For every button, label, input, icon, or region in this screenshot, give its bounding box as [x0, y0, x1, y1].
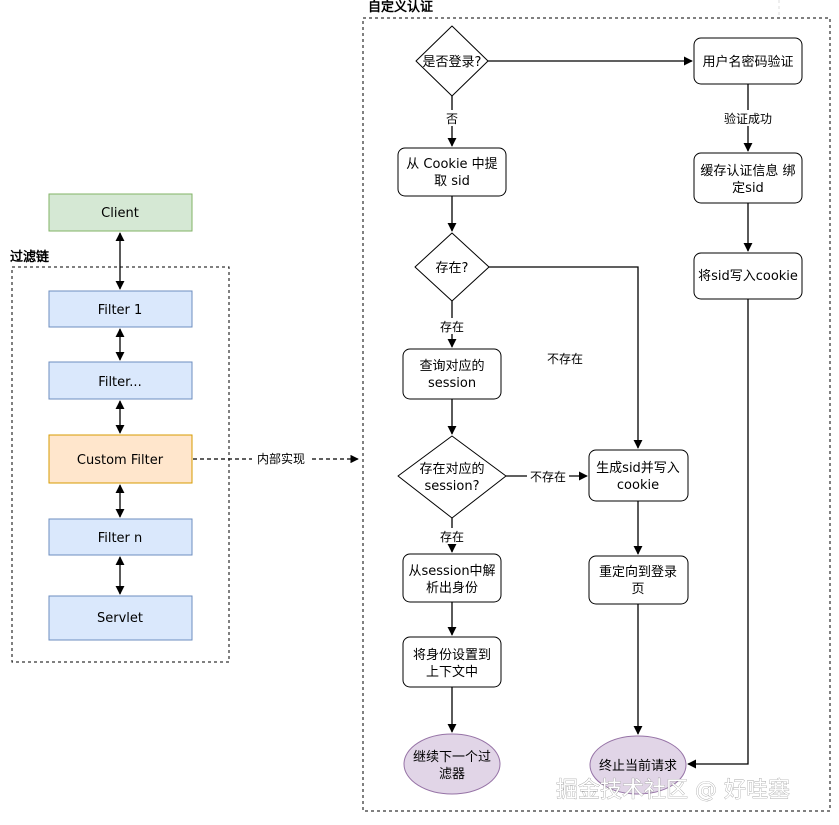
filter1-label: Filter 1	[98, 303, 143, 318]
filter-ellipsis-node[interactable]: Filter...	[48, 361, 193, 400]
edge-impl-label: 内部实现	[257, 451, 305, 466]
client-node[interactable]: Client	[48, 193, 193, 232]
node-cache-auth-line2: 定sid	[732, 181, 764, 196]
node-gen-sid-line1: 生成sid并写入	[596, 461, 680, 476]
node-parse-identity-line2: 析出身份	[426, 580, 478, 596]
node-cache-auth[interactable]: 缓存认证信息 绑 定sid	[693, 152, 803, 204]
edge-write-terminate	[687, 299, 749, 769]
decision-logged-in[interactable]: 是否登录?	[415, 25, 489, 97]
filter-n-node[interactable]: Filter n	[48, 518, 193, 556]
custom-filter-label: Custom Filter	[77, 453, 164, 468]
terminal-terminate-request[interactable]: 终止当前请求	[589, 735, 687, 795]
node-redirect-login[interactable]: 重定向到登录 页	[588, 555, 689, 605]
node-write-cookie[interactable]: 将sid写入cookie	[693, 252, 803, 300]
filter-chain-title: 过滤链	[10, 249, 50, 265]
edge-label-no: 否	[446, 112, 458, 126]
watermark-text: 掘金技术社区 @ 好哇塞	[556, 778, 790, 803]
node-parse-identity[interactable]: 从session中解 析出身份	[402, 553, 502, 603]
node-write-cookie-label: 将sid写入cookie	[698, 269, 798, 284]
edge-label-not-exists: 不存在	[547, 352, 583, 366]
auth-connectors	[447, 56, 753, 769]
node-cache-auth-line1: 缓存认证信息 绑	[700, 163, 795, 179]
edge-label-verify-success: 验证成功	[724, 111, 772, 126]
node-parse-identity-line1: 从session中解	[408, 564, 495, 579]
node-user-pwd-verify-label: 用户名密码验证	[702, 54, 793, 70]
node-set-context[interactable]: 将身份设置到 上下文中	[402, 636, 502, 688]
decision-logged-in-label: 是否登录?	[423, 55, 482, 70]
filter1-node[interactable]: Filter 1	[48, 290, 193, 328]
servlet-node[interactable]: Servlet	[48, 595, 193, 641]
node-cookie-extract-line2: 取 sid	[434, 174, 470, 189]
terminal-continue-next-line2: 滤器	[439, 767, 465, 782]
node-cookie-extract-line1: 从 Cookie 中提	[406, 156, 497, 172]
client-label: Client	[101, 206, 139, 221]
node-cookie-extract[interactable]: 从 Cookie 中提 取 sid	[397, 147, 507, 197]
servlet-label: Servlet	[97, 611, 143, 626]
decision-exists-label: 存在?	[436, 261, 469, 276]
node-redirect-login-line2: 页	[631, 582, 644, 597]
edge-label-session-yes: 存在	[440, 530, 464, 544]
edge-impl-label-bg	[252, 451, 310, 467]
node-redirect-login-line1: 重定向到登录	[599, 564, 677, 580]
decision-session-exists[interactable]: 存在对应的 session?	[397, 435, 507, 519]
custom-auth-title: 自定义认证	[368, 0, 433, 15]
decision-session-exists-line2: session?	[424, 479, 479, 494]
terminal-continue-next-line1: 继续下一个过	[413, 750, 491, 765]
node-set-context-line2: 上下文中	[426, 665, 478, 680]
terminal-terminate-request-label: 终止当前请求	[599, 758, 677, 774]
node-gen-sid[interactable]: 生成sid并写入 cookie	[588, 449, 689, 502]
filter-ellipsis-label: Filter...	[98, 375, 141, 390]
edge-label-exists-yes: 存在	[440, 320, 464, 334]
node-set-context-line1: 将身份设置到	[413, 647, 491, 663]
custom-filter-node[interactable]: Custom Filter	[48, 434, 193, 484]
edge-exists-no	[489, 266, 643, 449]
node-gen-sid-line2: cookie	[617, 478, 659, 493]
node-query-session-line1: 查询对应的	[419, 358, 484, 374]
node-user-pwd-verify[interactable]: 用户名密码验证	[693, 37, 803, 85]
custom-auth-group	[362, 17, 831, 812]
edge-label-session-not-exists: 不存在	[530, 470, 566, 484]
decision-exists[interactable]: 存在?	[414, 232, 490, 302]
filter-n-label: Filter n	[98, 531, 143, 546]
node-query-session[interactable]: 查询对应的 session	[402, 348, 502, 400]
decision-session-exists-line1: 存在对应的	[419, 461, 484, 477]
terminal-continue-next[interactable]: 继续下一个过 滤器	[403, 733, 501, 795]
node-query-session-line2: session	[428, 376, 476, 391]
